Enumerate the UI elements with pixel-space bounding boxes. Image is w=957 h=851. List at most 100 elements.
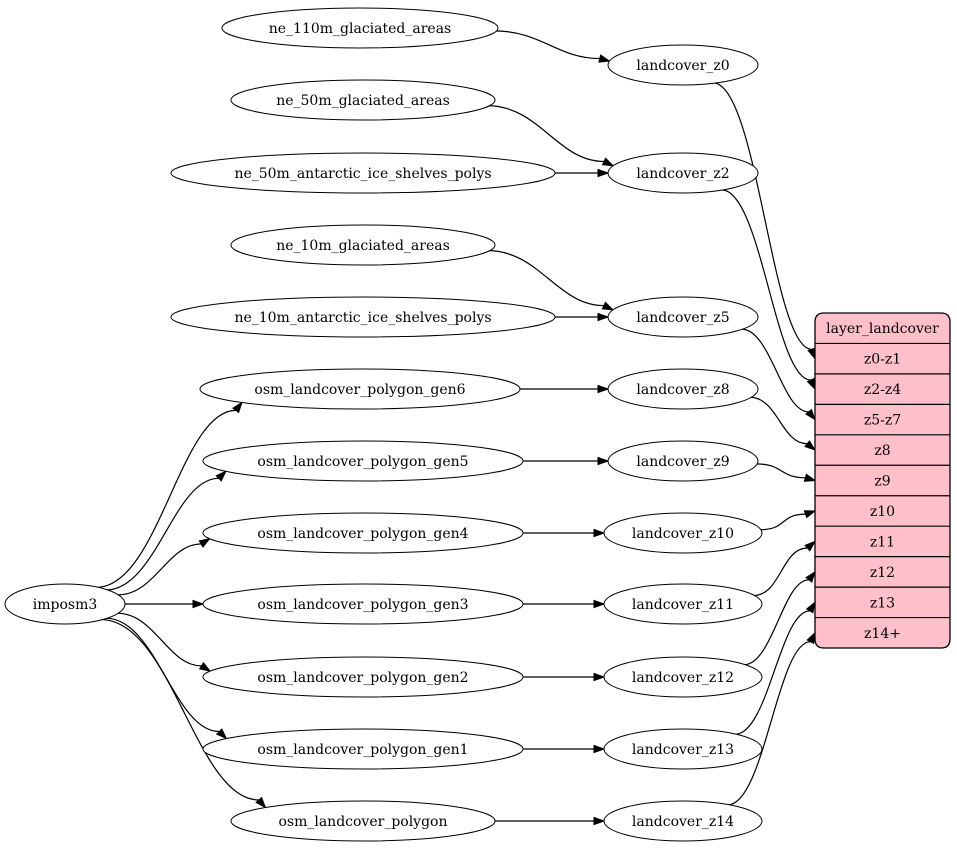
node-label-landcover_z12: landcover_z12 (632, 670, 734, 686)
edge-arrowhead (601, 157, 615, 167)
node-label-landcover_z10: landcover_z10 (632, 526, 734, 542)
record-row-z2-z4[interactable]: z2-z4 (864, 382, 901, 398)
edge-arrowhead (597, 456, 610, 466)
node-landcover_z0[interactable]: landcover_z0 (607, 44, 759, 86)
edge-arrowhead (232, 401, 243, 414)
node-landcover_z10[interactable]: landcover_z10 (603, 512, 763, 554)
node-osm_landcover_polygon_gen6[interactable]: osm_landcover_polygon_gen6 (199, 368, 521, 410)
node-label-osm_landcover_polygon_gen5: osm_landcover_polygon_gen5 (257, 454, 468, 470)
node-shape-landcover_z14 (603, 800, 763, 842)
edge-arrowhead (803, 510, 817, 519)
edge-imposm3-to-osm_landcover_polygon_gen4 (117, 543, 202, 596)
node-shape-osm_landcover_polygon_gen5 (202, 440, 524, 482)
node-landcover_z12[interactable]: landcover_z12 (603, 656, 763, 698)
record-row-z8[interactable]: z8 (874, 443, 890, 459)
node-landcover_z13[interactable]: landcover_z13 (603, 728, 763, 770)
node-label-landcover_z5: landcover_z5 (636, 310, 729, 326)
node-shape-ne_10m_antarctic_ice_shelves_polys (170, 296, 556, 338)
node-label-osm_landcover_polygon_gen4: osm_landcover_polygon_gen4 (257, 526, 468, 542)
node-shape-landcover_z13 (603, 728, 763, 770)
edge-landcover_z8-to-z8 (749, 396, 808, 445)
node-label-landcover_z2: landcover_z2 (636, 166, 729, 182)
node-shape-ne_10m_glaciated_areas (230, 224, 496, 266)
edge-landcover_z5-to-z5-z7 (740, 328, 809, 413)
record-row-z9[interactable]: z9 (874, 474, 890, 490)
node-osm_landcover_polygon_gen1[interactable]: osm_landcover_polygon_gen1 (202, 728, 524, 770)
node-shape-ne_110m_glaciated_areas (221, 7, 499, 49)
node-shape-imposm3 (4, 583, 126, 625)
edge-landcover_z0-to-z0-z1 (713, 82, 812, 350)
node-osm_landcover_polygon_gen5[interactable]: osm_landcover_polygon_gen5 (202, 440, 524, 482)
node-ne_50m_glaciated_areas[interactable]: ne_50m_glaciated_areas (230, 79, 496, 121)
edge-ne_110m_glaciated_areas-to-landcover_z0 (493, 30, 600, 60)
edge-landcover_z9-to-z9 (755, 463, 806, 479)
node-osm_landcover_polygon_gen3[interactable]: osm_landcover_polygon_gen3 (202, 583, 524, 625)
node-label-landcover_z13: landcover_z13 (632, 742, 734, 758)
node-osm_landcover_polygon[interactable]: osm_landcover_polygon (230, 800, 496, 842)
node-label-osm_landcover_polygon_gen3: osm_landcover_polygon_gen3 (257, 597, 468, 613)
node-shape-osm_landcover_polygon_gen2 (202, 656, 524, 698)
node-shape-osm_landcover_polygon_gen3 (202, 583, 524, 625)
record-row-z0-z1[interactable]: z0-z1 (864, 352, 901, 368)
node-osm_landcover_polygon_gen2[interactable]: osm_landcover_polygon_gen2 (202, 656, 524, 698)
node-label-landcover_z8: landcover_z8 (636, 382, 729, 398)
node-label-landcover_z9: landcover_z9 (636, 454, 729, 470)
edge-arrowhead (593, 744, 606, 754)
node-ne_110m_glaciated_areas[interactable]: ne_110m_glaciated_areas (221, 7, 499, 49)
node-landcover_z5[interactable]: landcover_z5 (607, 296, 759, 338)
node-label-landcover_z14: landcover_z14 (632, 814, 734, 830)
record-row-z14+[interactable]: z14+ (864, 626, 901, 642)
node-shape-osm_landcover_polygon_gen6 (199, 368, 521, 410)
node-landcover_z9[interactable]: landcover_z9 (607, 440, 759, 482)
node-shape-osm_landcover_polygon_gen4 (202, 512, 524, 554)
node-landcover_z14[interactable]: landcover_z14 (603, 800, 763, 842)
node-ne_10m_antarctic_ice_shelves_polys[interactable]: ne_10m_antarctic_ice_shelves_polys (170, 296, 556, 338)
node-label-imposm3: imposm3 (33, 597, 98, 613)
node-landcover_z11[interactable]: landcover_z11 (603, 583, 763, 625)
edge-imposm3-to-osm_landcover_polygon_gen5 (105, 477, 219, 591)
node-osm_landcover_polygon_gen4[interactable]: osm_landcover_polygon_gen4 (202, 512, 524, 554)
edge-ne_50m_glaciated_areas-to-landcover_z2 (486, 104, 605, 163)
record-node-layer: layer_landcoverz0-z1z2-z4z5-z7z8z9z10z11… (814, 312, 951, 649)
node-landcover_z8[interactable]: landcover_z8 (607, 368, 759, 410)
edge-arrowhead (598, 54, 611, 63)
edge-arrowhead (805, 408, 816, 421)
edge-landcover_z13-to-z13 (734, 610, 810, 736)
node-label-ne_110m_glaciated_areas: ne_110m_glaciated_areas (269, 21, 451, 37)
record-row-z12[interactable]: z12 (870, 565, 895, 581)
edge-arrowhead (807, 347, 816, 361)
node-label-ne_50m_antarctic_ice_shelves_polys: ne_50m_antarctic_ice_shelves_polys (234, 166, 491, 182)
record-row-z13[interactable]: z13 (870, 595, 895, 611)
node-shape-landcover_z2 (607, 152, 759, 194)
record-node-outline (814, 312, 951, 649)
edge-arrowhead (215, 470, 227, 482)
edge-arrowhead (215, 728, 228, 740)
edge-landcover_z11-to-z11 (752, 547, 808, 597)
edge-ne_10m_glaciated_areas-to-landcover_z5 (487, 249, 604, 307)
node-shape-ne_50m_glaciated_areas (230, 79, 496, 121)
node-ne_50m_antarctic_ice_shelves_polys[interactable]: ne_50m_antarctic_ice_shelves_polys (170, 152, 556, 194)
node-shape-landcover_z10 (603, 512, 763, 554)
node-label-landcover_z0: landcover_z0 (636, 58, 729, 74)
node-shape-landcover_z8 (607, 368, 759, 410)
edge-arrowhead (805, 601, 816, 614)
edge-arrowhead (192, 599, 205, 609)
node-label-ne_10m_glaciated_areas: ne_10m_glaciated_areas (276, 238, 450, 254)
nodes-layer: imposm3 ne_110m_glaciated_areas ne_50m_gla… (4, 7, 763, 842)
node-ne_10m_glaciated_areas[interactable]: ne_10m_glaciated_areas (230, 224, 496, 266)
edge-landcover_z14-to-z14+ (727, 641, 811, 806)
node-shape-landcover_z11 (603, 583, 763, 625)
node-imposm3[interactable]: imposm3 (4, 583, 126, 625)
node-label-landcover_z11: landcover_z11 (632, 597, 734, 613)
node-label-osm_landcover_polygon_gen6: osm_landcover_polygon_gen6 (254, 382, 465, 398)
record-row-z10[interactable]: z10 (870, 504, 895, 520)
edge-arrowhead (593, 599, 606, 609)
record-row-z11[interactable]: z11 (870, 534, 895, 550)
node-label-osm_landcover_polygon_gen1: osm_landcover_polygon_gen1 (257, 742, 468, 758)
record-row-z5-z7[interactable]: z5-z7 (864, 413, 901, 429)
node-shape-landcover_z5 (607, 296, 759, 338)
edge-arrowhead (255, 796, 267, 809)
edge-arrowhead (593, 816, 606, 826)
edge-arrowhead (198, 537, 211, 548)
node-landcover_z2[interactable]: landcover_z2 (607, 152, 759, 194)
